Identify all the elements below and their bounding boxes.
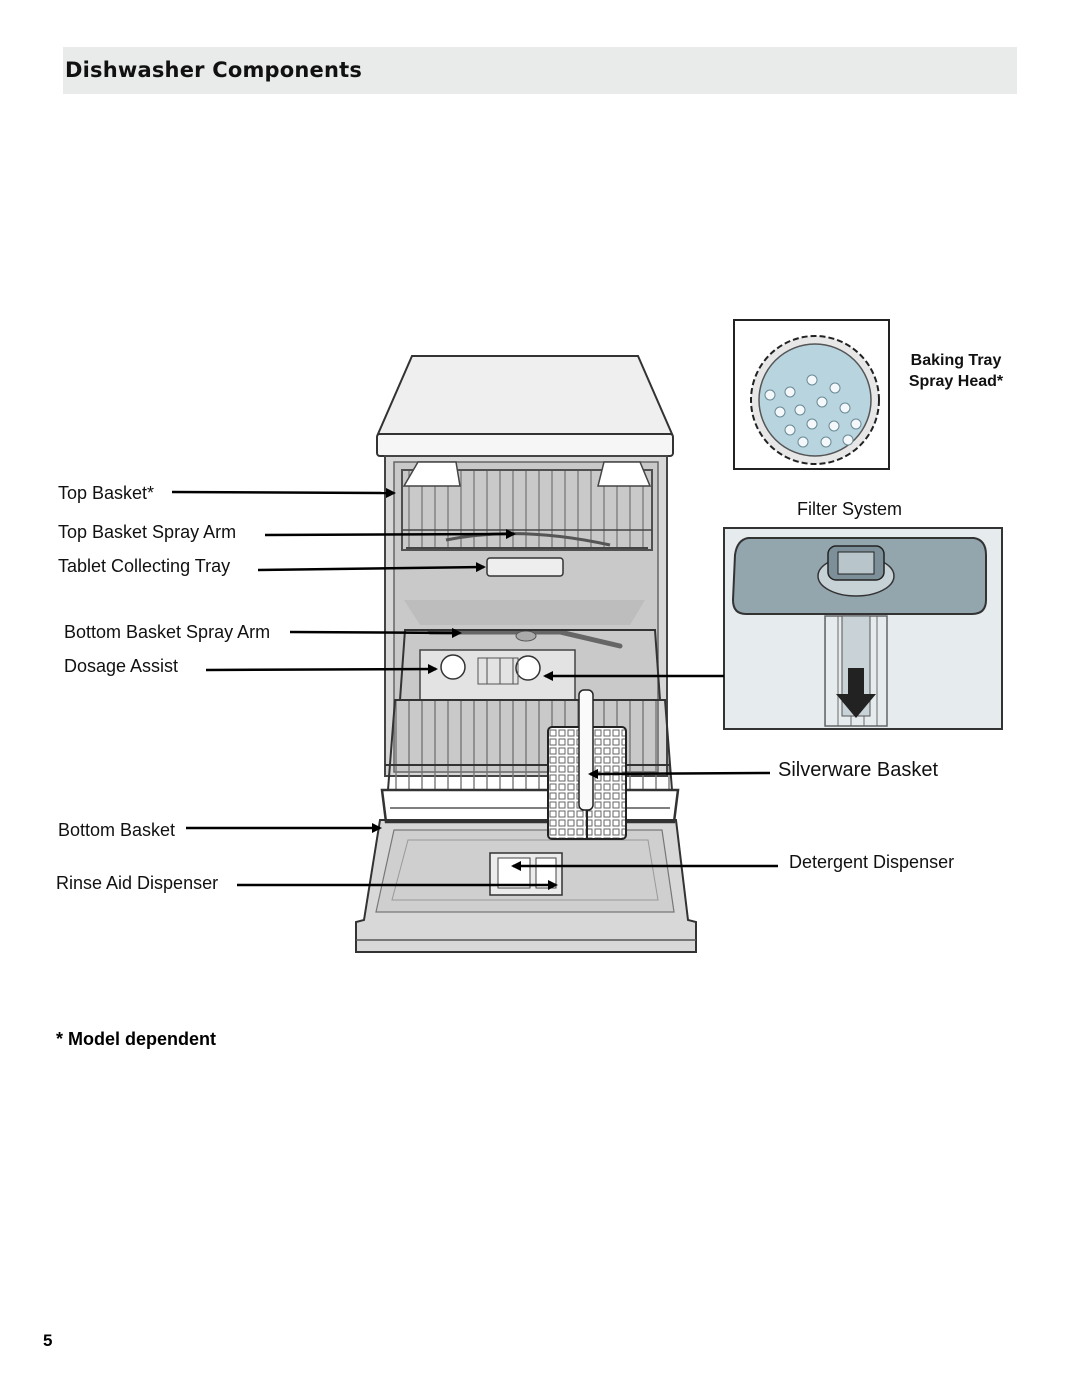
- label-top-basket-spray-arm: Top Basket Spray Arm: [58, 522, 237, 542]
- page-title: Dishwasher Components: [65, 58, 363, 82]
- label-tablet-collecting-tray: Tablet Collecting Tray: [58, 556, 231, 576]
- label-filter-system: Filter System: [797, 499, 903, 519]
- footnote-model-dependent: * Model dependent: [56, 1029, 217, 1049]
- page-number: 5: [43, 1331, 53, 1350]
- filter-system-inset: [723, 527, 1003, 730]
- label-silverware-basket: Silverware Basket: [778, 759, 939, 781]
- label-bottom-basket-spray-arm: Bottom Basket Spray Arm: [64, 622, 271, 642]
- label-rinse-aid-dispenser: Rinse Aid Dispenser: [56, 873, 219, 893]
- door-dispensers: [489, 852, 563, 896]
- label-detergent-dispenser: Detergent Dispenser: [789, 852, 955, 872]
- label-bottom-basket: Bottom Basket: [58, 820, 176, 840]
- callout-arrows: [171, 487, 778, 890]
- bottom-basket: [380, 629, 680, 840]
- top-basket: [401, 461, 653, 577]
- baking-tray-spray-head-inset: [733, 319, 890, 470]
- section-header-bar: Dishwasher Components: [63, 47, 1017, 94]
- label-baking-tray-line1: Baking Tray: [910, 352, 1002, 369]
- label-baking-tray-spray-head: Baking Tray Spray Head*: [900, 350, 1012, 392]
- label-baking-tray-line2: Spray Head*: [908, 373, 1004, 390]
- label-dosage-assist: Dosage Assist: [64, 656, 179, 676]
- label-top-basket: Top Basket*: [58, 483, 155, 503]
